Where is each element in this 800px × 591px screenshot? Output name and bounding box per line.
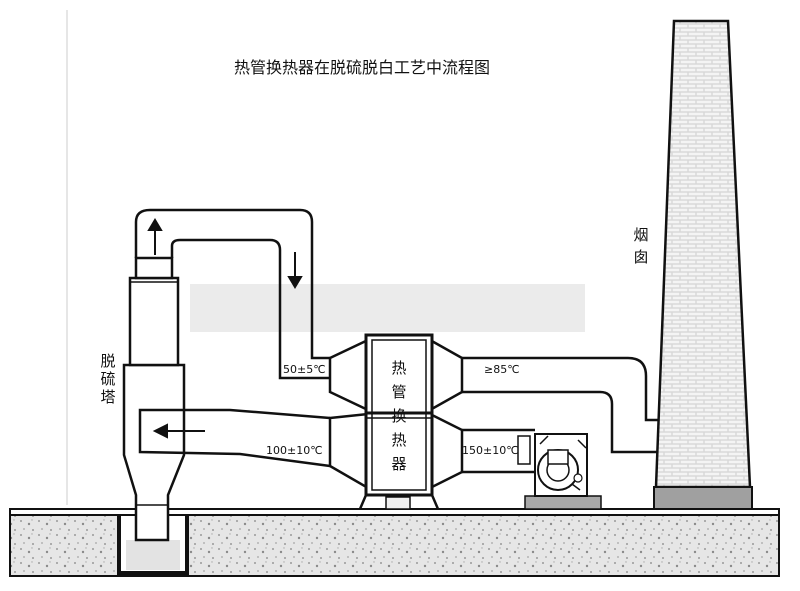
chimney [653, 19, 753, 510]
tower-label-char: 硫 [100, 370, 115, 388]
arrow-up-icon [147, 218, 163, 255]
top-duct [134, 208, 330, 380]
tower-inlet-duct [138, 408, 331, 468]
temp-flue-gas-in: 150±10℃ [462, 444, 519, 457]
chimney-label-char: 烟 [633, 226, 648, 244]
tower-label: 脱 硫 塔 [100, 352, 115, 406]
exchanger-label: 热 管 换 热 器 [391, 359, 406, 473]
desulfurization-tower [122, 256, 186, 542]
tower-label-char: 塔 [100, 388, 115, 406]
flue-inlet-duct [462, 428, 535, 474]
exchanger-label-char: 器 [391, 455, 406, 473]
ground [9, 508, 780, 577]
temp-clean-gas-in: 50±5℃ [283, 363, 326, 376]
diagram-title: 热管换热器在脱硫脱白工艺中流程图 [234, 58, 490, 77]
exchanger-label-char: 热 [391, 431, 406, 449]
temp-flue-gas-out: 100±10℃ [266, 444, 323, 457]
chimney-label-char: 囱 [633, 248, 648, 266]
heat-pipe-exchanger [358, 333, 440, 510]
chimney-duct [462, 356, 658, 454]
fan-icon [524, 433, 602, 510]
tower-label-char: 脱 [100, 352, 115, 370]
exchanger-label-char: 管 [391, 383, 406, 401]
arrow-down-icon [287, 252, 303, 289]
exchanger-cones [328, 337, 464, 491]
arrow-left-icon [152, 423, 205, 439]
exchanger-label-char: 换 [391, 407, 406, 425]
background-band [190, 284, 585, 332]
flow-meter [517, 435, 531, 465]
exchanger-label-char: 热 [391, 359, 406, 377]
chimney-label: 烟 囱 [633, 226, 648, 266]
temp-clean-gas-out: ≥85℃ [484, 363, 520, 376]
